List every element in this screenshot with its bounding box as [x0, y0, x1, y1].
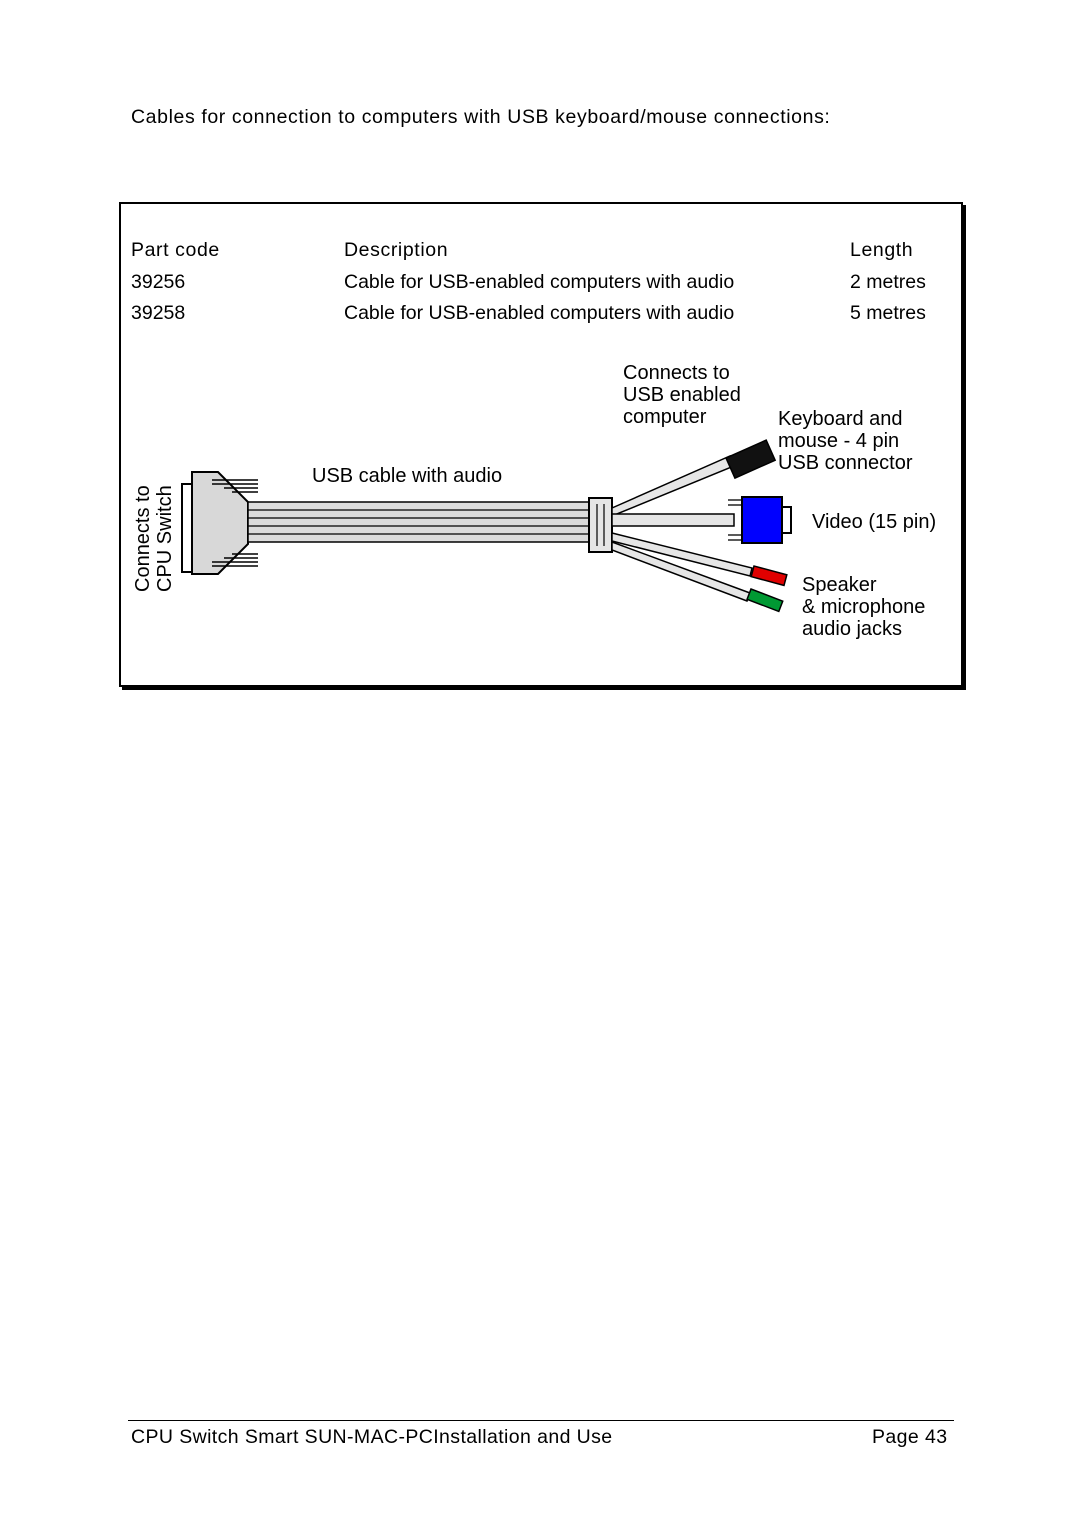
video-connector [741, 496, 783, 544]
cable-diagram: Connects to CPU Switch USB cable with au… [132, 362, 936, 640]
label-computer-line2: USB enabled [623, 384, 741, 406]
label-audio-line2: & microphone [802, 596, 925, 618]
microphone-jack [746, 588, 784, 613]
intro-text: Cables for connection to computers with … [131, 106, 831, 128]
header-part-code: Part code [131, 239, 220, 261]
video-branch-cable [611, 499, 742, 541]
label-computer-line3: computer [623, 406, 707, 428]
label-computer-line1: Connects to [623, 362, 730, 384]
cable-splitter [588, 497, 613, 553]
label-usb-cable-with-audio: USB cable with audio [312, 465, 502, 487]
main-cable-bundle [247, 501, 593, 543]
audio-branch-cables [611, 532, 753, 602]
label-usb-connector-line2: mouse - 4 pin [778, 430, 899, 452]
label-cpu-switch-line2: CPU Switch [154, 485, 176, 592]
footer-title: CPU Switch Smart SUN-MAC-PCInstallation … [131, 1426, 613, 1448]
label-usb-connector-line3: USB connector [778, 452, 913, 474]
row1-part-code: 39256 [131, 271, 186, 293]
label-audio-line3: audio jacks [802, 618, 902, 640]
row2-part-code: 39258 [131, 302, 186, 324]
row2-length: 5 metres [850, 302, 926, 324]
header-description: Description [344, 239, 449, 261]
row1-description: Cable for USB-enabled computers with aud… [344, 271, 735, 293]
footer-page-number: Page 43 [872, 1426, 948, 1448]
usb-connector [725, 439, 777, 480]
cpu-switch-connector [181, 471, 258, 575]
label-audio-line1: Speaker [802, 574, 877, 596]
usb-branch-cable [611, 455, 735, 518]
label-cpu-switch-line1: Connects to [132, 485, 154, 592]
footer-rule [128, 1420, 954, 1421]
label-video: Video (15 pin) [812, 511, 936, 533]
row1-length: 2 metres [850, 271, 926, 293]
speaker-jack [750, 565, 788, 587]
label-usb-connector-line1: Keyboard and [778, 408, 903, 430]
cable-table-box [119, 202, 963, 687]
row2-description: Cable for USB-enabled computers with aud… [344, 302, 735, 324]
header-length: Length [850, 239, 914, 261]
